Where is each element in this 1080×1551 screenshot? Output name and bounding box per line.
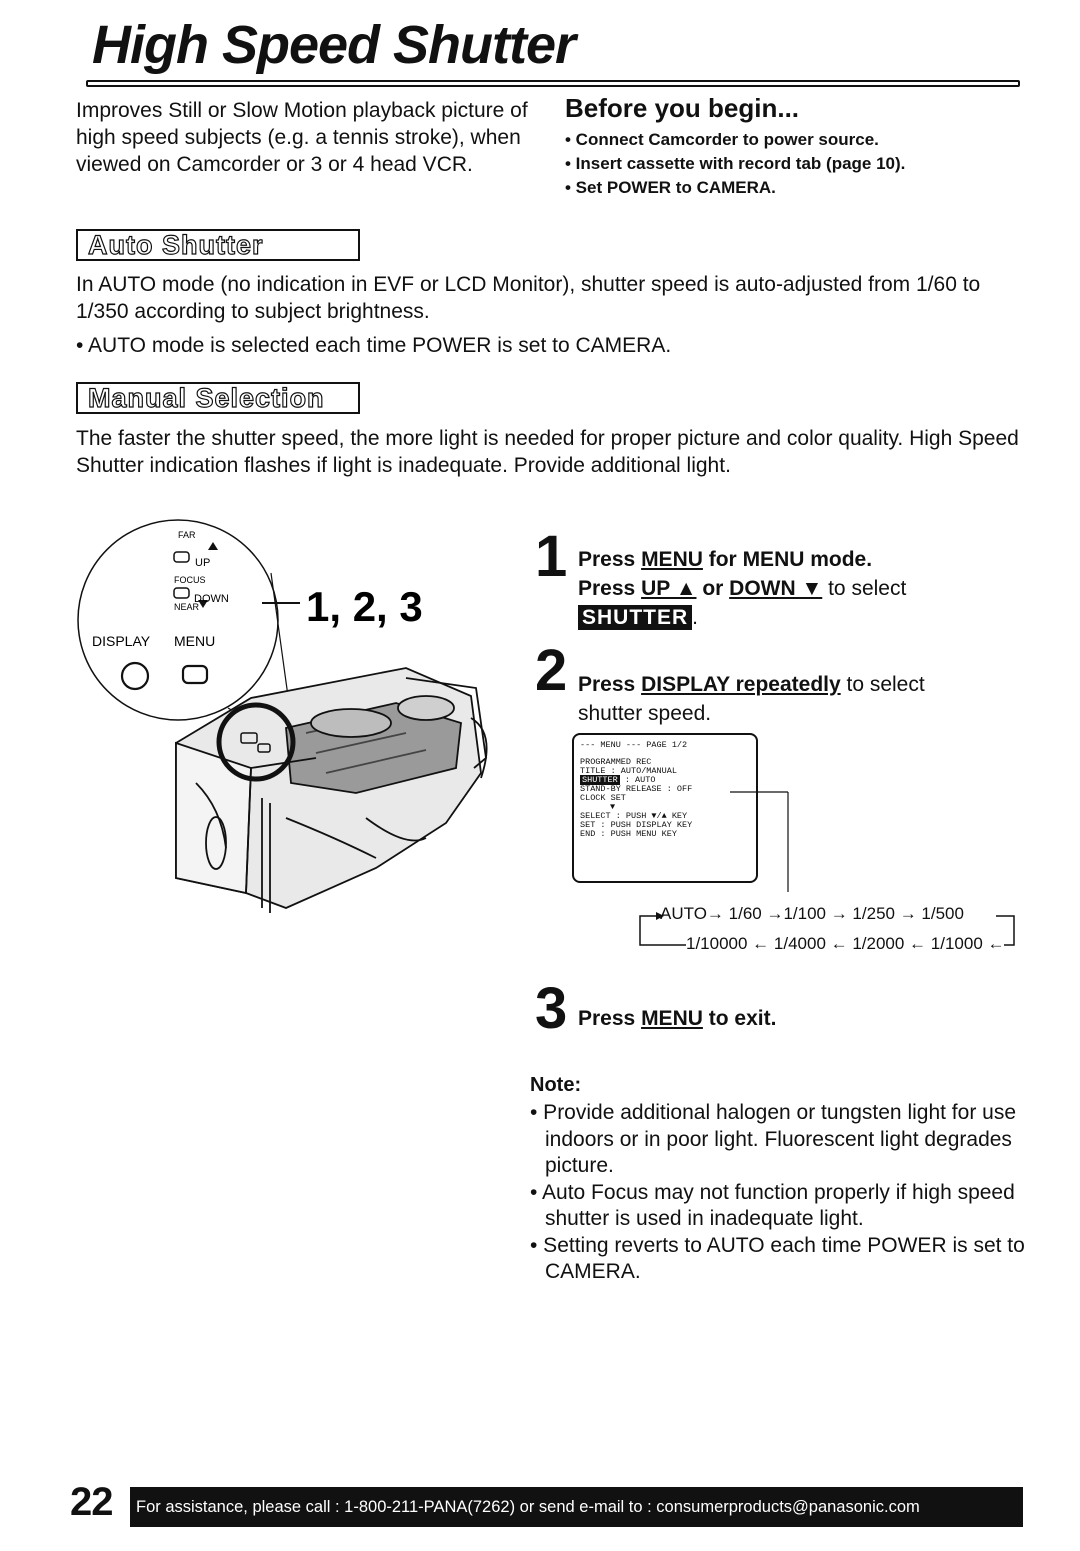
menu-button-icon — [181, 664, 209, 685]
list-item: • Auto Focus may not function properly i… — [530, 1180, 1015, 1231]
step-2-number: 2 — [535, 638, 568, 703]
note-label: Note: — [530, 1074, 582, 1096]
page-number: 22 — [70, 1480, 113, 1524]
before-you-begin-heading: Before you begin... — [565, 93, 800, 123]
list-item: • Setting reverts to AUTO each time POWE… — [530, 1233, 1025, 1284]
intro-text: Improves Still or Slow Motion playback p… — [76, 99, 528, 176]
step-callout: 1, 2, 3 — [306, 583, 423, 630]
auto-shutter-heading: Auto Shutter — [87, 229, 264, 260]
step-1-number: 1 — [535, 524, 568, 589]
display-button-label: DISPLAY repeatedly — [641, 673, 841, 696]
up-label: UP — [195, 557, 210, 569]
near-label: NEAR — [174, 602, 200, 612]
display-button-icon — [120, 661, 150, 691]
display-label: DISPLAY — [92, 633, 151, 649]
menu-label: MENU — [174, 633, 215, 649]
focus-control-icon — [173, 542, 218, 608]
step-3-text: Press MENU to exit. — [578, 1007, 777, 1030]
auto-shutter-heading-box: Auto Shutter — [76, 229, 360, 261]
step-3-number: 3 — [535, 976, 568, 1041]
step-1-text: Press MENU for MENU mode. Press UP ▲ or … — [578, 548, 907, 630]
camcorder-body — [175, 667, 488, 913]
up-button-label: UP ▲ — [641, 577, 697, 600]
menu-button-label: MENU — [641, 1007, 703, 1030]
menu-callout-line — [730, 791, 789, 892]
far-label: FAR — [178, 530, 196, 540]
assistance-banner: For assistance, please call : 1-800-211-… — [130, 1487, 1023, 1527]
manual-selection-heading-box: Manual Selection — [76, 382, 360, 414]
down-button-label: DOWN ▼ — [729, 577, 823, 600]
step-2-text: Press DISPLAY repeatedly to select shutt… — [578, 673, 925, 725]
manual-selection-heading: Manual Selection — [87, 382, 325, 413]
auto-shutter-text: In AUTO mode (no indication in EVF or LC… — [76, 273, 981, 323]
list-item: • Set POWER to CAMERA. — [565, 178, 776, 197]
highlight-circle — [216, 702, 296, 782]
menu-screen: --- MENU --- PAGE 1/2 PROGRAMMED REC TIT… — [572, 733, 758, 883]
auto-shutter-bullet: • AUTO mode is selected each time POWER … — [76, 334, 672, 357]
menu-shutter-item: SHUTTER — [580, 775, 620, 785]
list-item: • Connect Camcorder to power source. — [565, 130, 879, 149]
focus-label: FOCUS — [174, 575, 206, 585]
manual-selection-text: The faster the shutter speed, the more l… — [76, 427, 1019, 477]
list-item: • Provide additional halogen or tungsten… — [530, 1101, 1017, 1177]
shutter-menu-item: SHUTTER — [578, 605, 693, 630]
title-rule — [86, 80, 1020, 87]
down-label: DOWN — [194, 593, 229, 605]
speed-cycle-row-2: 1/10000 ← 1/4000 ← 1/2000 ← 1/1000 ← — [686, 934, 1005, 953]
page-title: High Speed Shutter — [92, 15, 576, 75]
speed-cycle-arrows — [639, 912, 1015, 946]
before-you-begin-list: • Connect Camcorder to power source. • I… — [565, 128, 905, 200]
camcorder-illustration: FAR UP FOCUS DOWN NEAR DISPLAY MENU 1, 2… — [77, 519, 488, 913]
menu-button-label: MENU — [641, 548, 703, 571]
note-list: • Provide additional halogen or tungsten… — [530, 1100, 1030, 1286]
list-item: • Insert cassette with record tab (page … — [565, 154, 906, 173]
speed-cycle-row-1: AUTO→ 1/60 →1/100 → 1/250 → 1/500 — [660, 904, 964, 923]
